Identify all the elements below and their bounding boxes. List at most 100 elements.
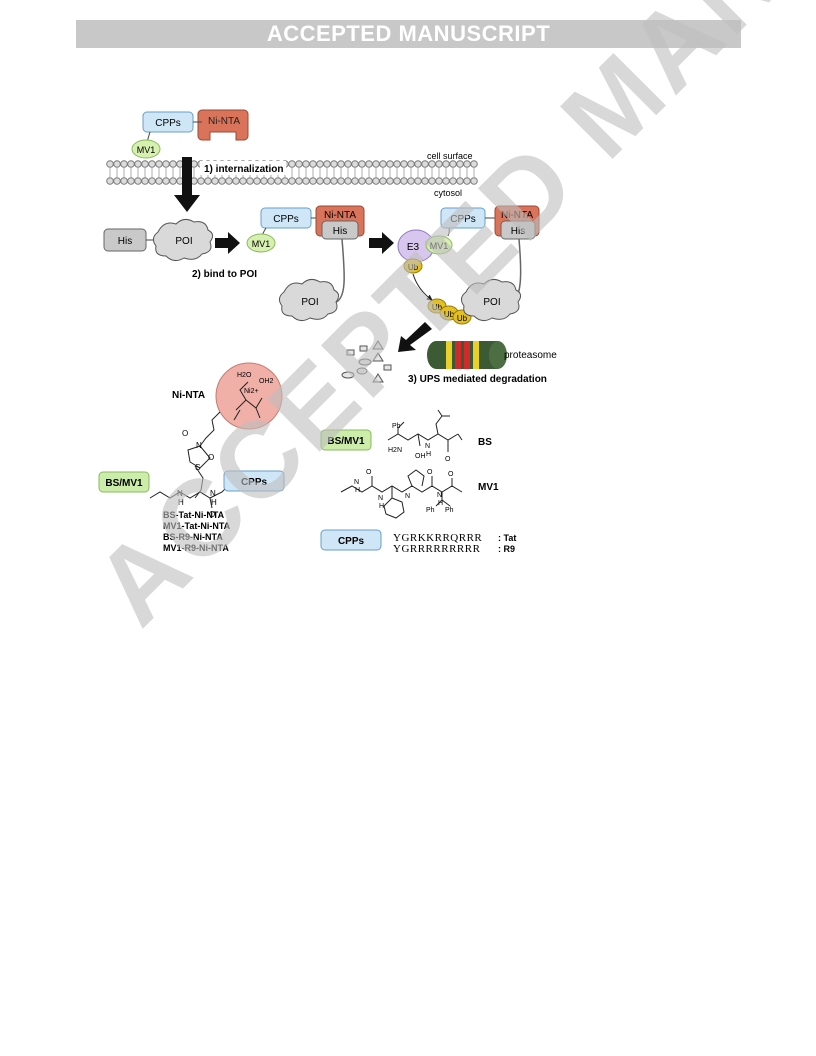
lipid-head xyxy=(330,160,338,168)
lipid-head xyxy=(337,177,345,185)
lipid-head xyxy=(358,160,366,168)
internalization-arrow xyxy=(174,157,200,212)
h-atom-mv1-4: H xyxy=(438,500,443,507)
r9-sequence: YGRRRRRRRRR xyxy=(393,543,481,555)
bsmv1-label-legend: BS/MV1 xyxy=(327,436,365,447)
lipid-head xyxy=(421,177,429,185)
bsmv1-box-structure xyxy=(98,471,150,493)
bs-label: BS xyxy=(478,437,492,448)
n-atom-mv1-3: N xyxy=(405,493,410,500)
ph-label-3: Ph xyxy=(445,507,454,514)
poi-cloud-1 xyxy=(152,218,214,262)
lipid-head xyxy=(414,160,422,168)
lipid-head xyxy=(225,177,233,185)
lipid-head xyxy=(141,177,149,185)
mv1-structure xyxy=(340,469,463,519)
lipid-head xyxy=(134,160,142,168)
n-atom-3: N xyxy=(210,489,216,498)
accepted-manuscript-banner: ACCEPTED MANUSCRIPT xyxy=(76,20,741,48)
bs-structure xyxy=(387,409,463,452)
ub-label-2: Ub xyxy=(432,303,443,312)
lipid-head xyxy=(449,160,457,168)
n-atom-mv1-4: N xyxy=(437,492,442,499)
lipid-head xyxy=(148,177,156,185)
lipid-head xyxy=(421,160,429,168)
lipid-head xyxy=(155,177,163,185)
ni-nta-structure-label: Ni-NTA xyxy=(172,390,205,401)
compound-list: BS-Tat-Ni-NTAMV1-Tat-Ni-NTABS-R9-Ni-NTAM… xyxy=(163,510,231,553)
lipid-head xyxy=(435,177,443,185)
h-atom-bs: H xyxy=(426,451,431,458)
lipid-head xyxy=(127,177,135,185)
ph-label-1: Ph xyxy=(392,423,401,430)
lipid-head xyxy=(120,177,128,185)
ni-nta-label-2: Ni-NTA xyxy=(324,210,356,221)
cpps-box-legend xyxy=(320,529,382,551)
r9-name: : R9 xyxy=(498,544,515,554)
lipid-head xyxy=(113,160,121,168)
lipid-head xyxy=(162,160,170,168)
mv1-label-2: MV1 xyxy=(252,239,271,249)
lipid-head xyxy=(337,160,345,168)
cpps-label-3: CPPs xyxy=(450,214,476,225)
lipid-head xyxy=(344,177,352,185)
lipid-head xyxy=(281,177,289,185)
peptide-fragments xyxy=(341,340,392,383)
lipid-head xyxy=(302,177,310,185)
lipid-head xyxy=(239,177,247,185)
proteasome-icon xyxy=(427,341,507,369)
his-label-2: His xyxy=(333,226,347,237)
ni-nta-label-3: Ni-NTA xyxy=(501,210,533,221)
cpps-box-structure xyxy=(223,470,285,492)
o-atom-2: O xyxy=(208,453,214,462)
lipid-head xyxy=(106,177,114,185)
h-atom-2: H xyxy=(211,498,217,507)
ub-label-1: Ub xyxy=(408,263,419,272)
o-atom-3: O xyxy=(209,510,215,519)
poi-label-1: POI xyxy=(175,236,192,247)
bsmv1-label-structure: BS/MV1 xyxy=(105,478,143,489)
degradation-arrow xyxy=(398,322,432,352)
h2n-label: H2N xyxy=(388,447,402,454)
his-box-3 xyxy=(500,220,536,240)
compound-name: MV1-Tat-Ni-NTA xyxy=(163,521,231,531)
h2o-label-a: H2O xyxy=(237,372,252,379)
cell-membrane xyxy=(106,160,478,185)
n-atom-2: N xyxy=(177,489,183,498)
lipid-head xyxy=(253,177,261,185)
lipid-head xyxy=(449,177,457,185)
lipid-head xyxy=(295,177,303,185)
lipid-head xyxy=(400,177,408,185)
arrow-right-1 xyxy=(215,232,240,254)
lipid-head xyxy=(463,160,471,168)
lipid-head xyxy=(323,160,331,168)
lipid-head xyxy=(372,160,380,168)
lipid-head xyxy=(309,177,317,185)
mv1-label-3: MV1 xyxy=(430,241,449,251)
mv1-ellipse-1 xyxy=(131,139,161,159)
o-atom-bs: O xyxy=(445,456,451,463)
lipid-head xyxy=(470,160,478,168)
lipid-head xyxy=(386,160,394,168)
e3-label: E3 xyxy=(407,242,420,253)
ni-nta-box-1 xyxy=(197,109,249,141)
o-atom-1: O xyxy=(182,429,188,438)
lipid-head xyxy=(365,160,373,168)
lipid-head xyxy=(246,177,254,185)
lipid-head xyxy=(351,160,359,168)
lipid-head xyxy=(393,160,401,168)
lipid-head xyxy=(218,177,226,185)
lipid-head xyxy=(155,160,163,168)
lipid-head xyxy=(358,177,366,185)
n-atom-1: N xyxy=(196,441,202,450)
o-atom-mv1-2: O xyxy=(427,469,433,476)
cpps-label-legend: CPPs xyxy=(338,536,365,547)
lipid-head xyxy=(232,177,240,185)
his-label-3: His xyxy=(511,226,525,237)
lipid-head xyxy=(260,177,268,185)
n-atom-bs: N xyxy=(425,443,430,450)
ub-label-4: Ub xyxy=(457,314,468,323)
o-atom-mv1-1: O xyxy=(366,469,372,476)
lipid-head xyxy=(169,177,177,185)
